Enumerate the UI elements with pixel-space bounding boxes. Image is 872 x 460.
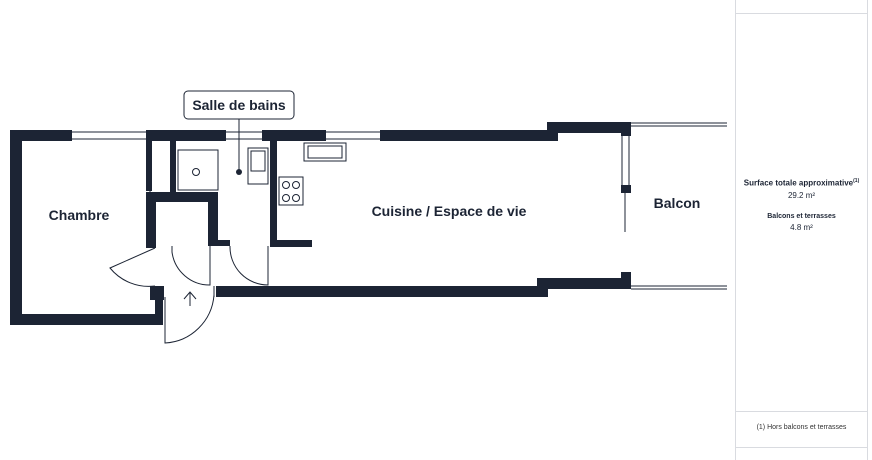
bathroom-callout: Salle de bains	[183, 90, 295, 175]
bedroom-door-swing	[109, 247, 156, 287]
footnote: (1) Hors balcons et terrasses	[756, 424, 847, 431]
walls	[10, 122, 631, 325]
wall-closet-left	[146, 192, 156, 248]
total-surface-label: Surface totale approximative(1)	[743, 178, 860, 188]
room-label-balcon: Balcon	[654, 195, 701, 211]
wall-top-left	[10, 130, 72, 141]
total-surface-footnote-mark: (1)	[853, 178, 860, 184]
wall-bedroom-partition	[146, 141, 152, 191]
closet-door-swing	[171, 246, 211, 286]
balcony-surface-block: Balcons et terrasses 4.8 m²	[736, 213, 867, 232]
shower-tray	[177, 149, 219, 191]
wall-top-kitchen	[380, 130, 550, 141]
wall-bath-partition-left	[170, 141, 176, 193]
surface-summary-panel: Surface totale approximative(1) 29.2 m² …	[735, 0, 868, 460]
doors	[109, 245, 269, 344]
balcony-surface-label: Balcons et terrasses	[767, 213, 836, 220]
windows	[72, 122, 727, 290]
wall-right-post-bottom	[621, 272, 631, 289]
wall-bath-bottom	[208, 240, 230, 246]
wall-right-stub	[621, 185, 631, 193]
shower-drain	[192, 168, 200, 176]
room-label-salle-de-bains: Salle de bains	[192, 97, 286, 113]
wall-bottom-right	[537, 278, 631, 289]
wall-kitchen-stub	[270, 240, 312, 247]
wall-closet-top	[146, 192, 218, 202]
wall-right-post-top	[621, 122, 631, 136]
fixtures	[149, 141, 347, 206]
wall-entry-vertical	[155, 286, 163, 325]
total-surface-block: Surface totale approximative(1) 29.2 m²	[736, 178, 867, 200]
wall-top-bath	[262, 130, 326, 141]
wall-closet-right	[208, 192, 218, 240]
kitchen-sink-inner	[307, 145, 343, 159]
bath-door-swing	[229, 245, 269, 286]
wall-bath-partition-right	[270, 141, 277, 245]
room-label-chambre: Chambre	[49, 207, 110, 223]
entry-door-swing	[164, 294, 215, 344]
wall-bottom-bedroom	[10, 314, 160, 325]
wall-top-mid	[146, 130, 226, 141]
wall-top-right	[547, 122, 631, 133]
cooktop	[278, 176, 304, 206]
total-surface-value: 29.2 m²	[787, 190, 816, 200]
entry-arrow-head	[183, 291, 197, 300]
wall-left	[10, 130, 22, 325]
kitchen-sink	[303, 142, 347, 162]
washbasin-inner	[250, 150, 266, 172]
washbasin	[247, 147, 269, 185]
floor-plan: Salle de bains Chambre Cuisine / Espace …	[10, 90, 727, 344]
wall-bottom-living	[216, 286, 546, 297]
room-label-cuisine: Cuisine / Espace de vie	[372, 203, 527, 219]
balcony-surface-value: 4.8 m²	[790, 223, 813, 232]
